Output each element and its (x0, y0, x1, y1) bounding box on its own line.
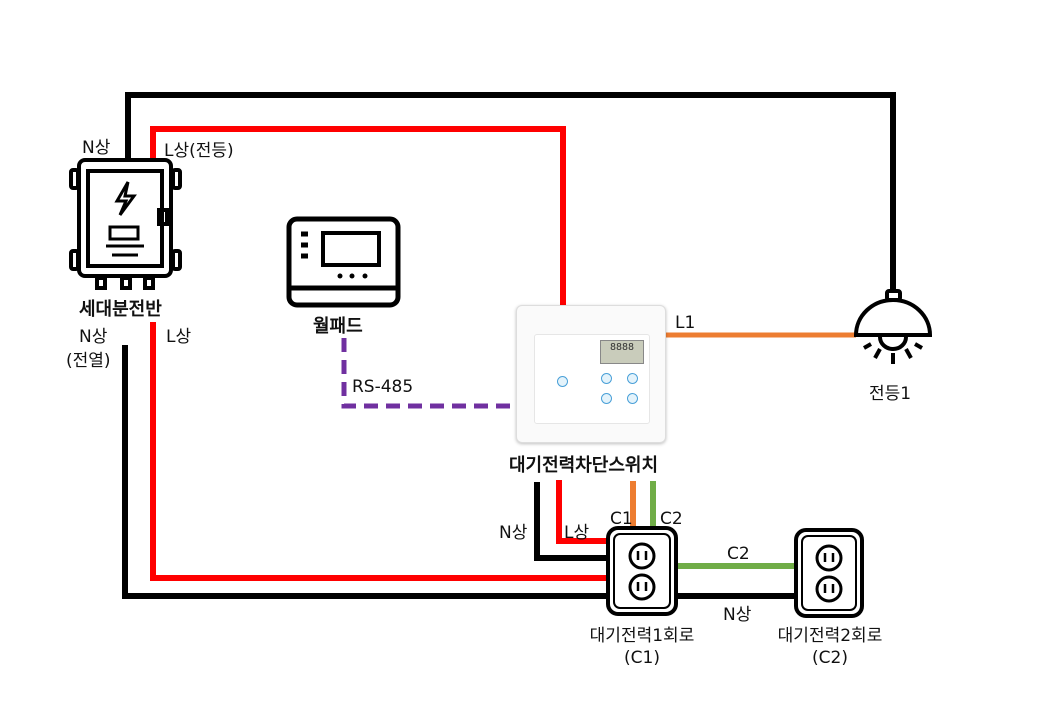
panel-bottom-l-label: L상 (166, 327, 192, 347)
outlet-2-sub-label: (C2) (812, 648, 848, 668)
switch-label: 대기전력차단스위치 (509, 455, 659, 476)
distribution-panel-label: 세대분전반 (79, 299, 162, 320)
panel-top-l-label: L상(전등) (164, 141, 234, 161)
switch-neutral-wire (534, 482, 610, 561)
c2-label: C2 (660, 509, 683, 529)
switch-n-label: N상 (499, 523, 528, 543)
panel-top-n-label: N상 (82, 138, 111, 158)
live-wire-outlet (150, 322, 610, 581)
outlet-2-label: 대기전력2회로 (777, 626, 883, 646)
switch-live-wire (556, 480, 610, 544)
n-link-label: N상 (723, 605, 752, 625)
switch-button-4[interactable] (627, 393, 638, 404)
c1-label: C1 (610, 509, 633, 529)
panel-bottom-n-label: N상 (79, 327, 108, 347)
lamp-label: 전등1 (869, 384, 912, 404)
switch-lcd-display: 8888 (600, 340, 644, 364)
switch-button-main[interactable] (557, 376, 568, 387)
lamp-icon (853, 289, 933, 364)
outlet-2-icon[interactable] (794, 528, 864, 618)
rs485-label: RS-485 (352, 377, 414, 397)
switch-button-2[interactable] (627, 373, 638, 384)
switch-button-1[interactable] (601, 373, 612, 384)
c2-link-label: C2 (727, 544, 750, 564)
live-wire-lighting (150, 126, 566, 306)
rs485-wire (341, 338, 516, 409)
panel-bottom-n2-label: (전열) (66, 351, 111, 371)
outlet-1-sub-label: (C1) (624, 648, 660, 668)
l1-label: L1 (675, 313, 696, 333)
switch-button-3[interactable] (601, 393, 612, 404)
wallpad-label: 월패드 (313, 316, 363, 337)
standby-power-switch[interactable]: 8888 (516, 305, 666, 443)
neutral-wire-lamp (125, 92, 896, 290)
wallpad-icon (286, 216, 401, 308)
neutral-wire-outlet (122, 345, 610, 599)
distribution-panel-icon (69, 158, 182, 290)
switch-l-label: L상 (564, 523, 590, 543)
outlet-1-icon[interactable] (606, 526, 678, 616)
outlet-1-label: 대기전력1회로 (589, 626, 695, 646)
switch-front-panel: 8888 (534, 334, 650, 424)
